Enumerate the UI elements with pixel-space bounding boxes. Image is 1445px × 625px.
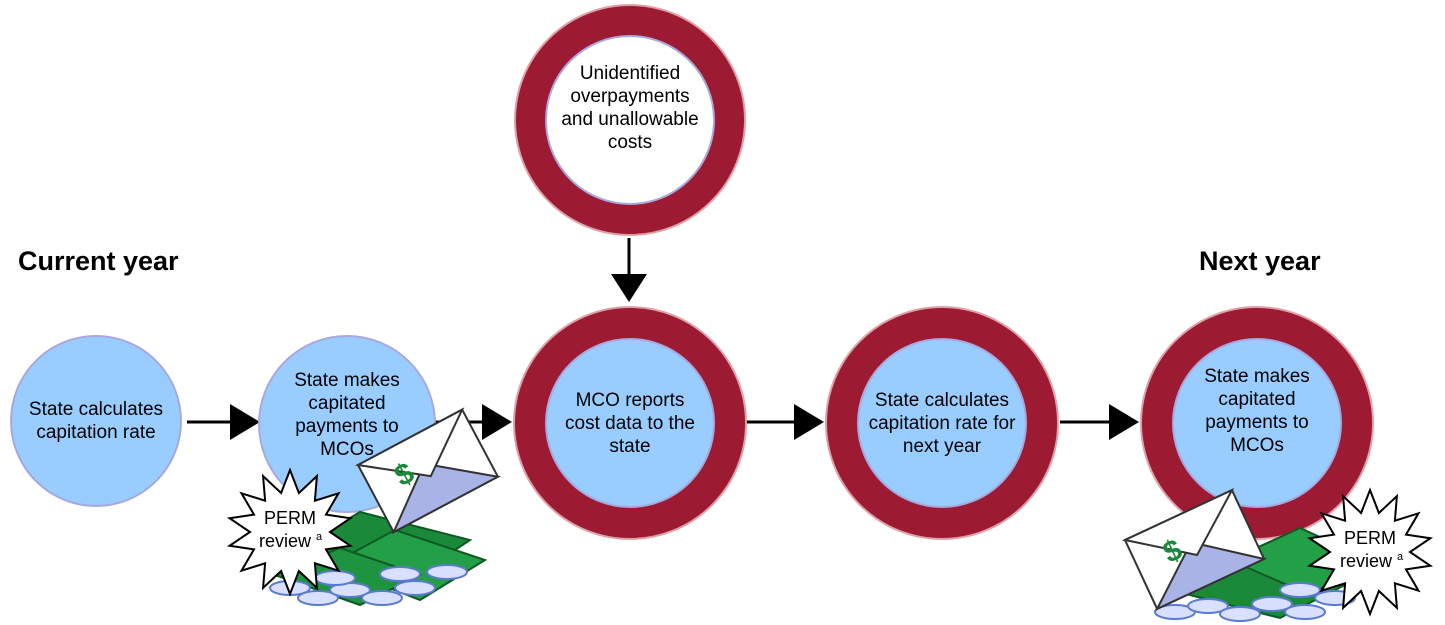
arrow-1-to-2 (187, 404, 260, 440)
arrow-4-to-5 (1060, 404, 1139, 440)
perm-word-right: PERM (1344, 528, 1396, 548)
envelope-icon-right: $ (1121, 487, 1268, 612)
footnote-left: a (316, 531, 323, 543)
node-unidentified-overpayments-label: Unidentified overpayments and unallowabl… (561, 63, 699, 153)
perm-review-badge-left: PERM review a (226, 467, 354, 597)
arrow-3-to-4 (745, 404, 824, 440)
review-word-left: review (259, 531, 312, 551)
envelope-icon: $ (354, 407, 501, 535)
arrow-top-to-3 (611, 238, 647, 302)
perm-word-left: PERM (264, 508, 316, 528)
perm-review-badge-right: PERM review a (1306, 487, 1434, 617)
next-year-label: Next year (1199, 246, 1321, 276)
node-mco-reports-cost-data-label: MCO reports cost data to the state (565, 389, 695, 457)
node-state-calculates-next-year-label: State calculates capitation rate for nex… (868, 389, 1016, 457)
node-state-calculates-rate (10, 335, 182, 507)
node-state-calculates-next-year-inner (857, 338, 1027, 508)
current-year-label: Current year (18, 246, 179, 276)
node-state-makes-payments-next-year-inner (1172, 338, 1342, 508)
review-word-right: review (1340, 551, 1393, 571)
node-state-makes-payments-next-year-label: State makes capitated payments to MCOs (1204, 366, 1310, 456)
node-unidentified-overpayments-inner (545, 35, 715, 205)
node-state-calculates-rate-label: State calculates capitation rate (28, 399, 164, 443)
node-state-makes-payments-label: State makes capitated payments to MCOs (294, 370, 400, 460)
node-mco-reports-cost-data-inner (545, 338, 715, 508)
footnote-right: a (1397, 551, 1404, 563)
